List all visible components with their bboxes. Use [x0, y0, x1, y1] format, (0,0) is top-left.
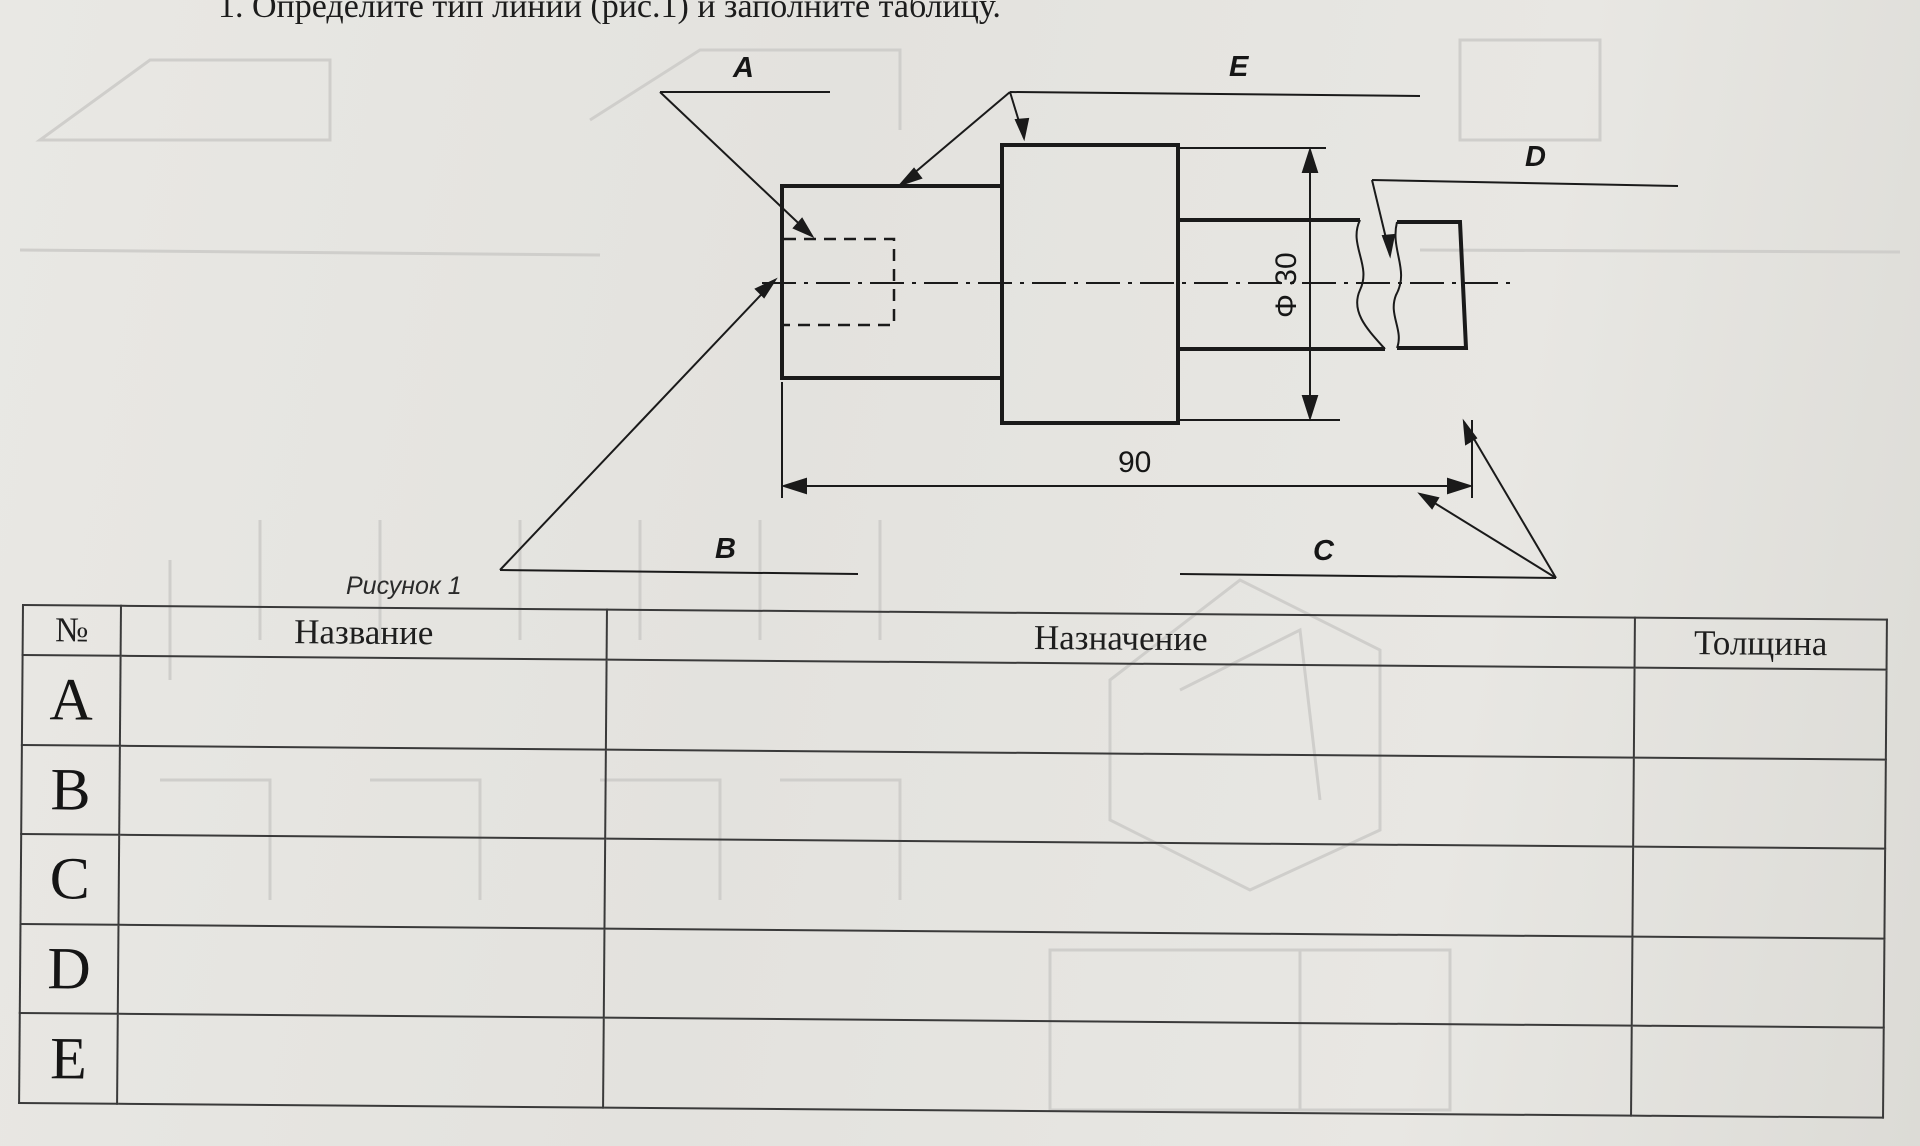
thickness-cell[interactable]	[1633, 757, 1886, 849]
answer-table: № Название Назначение Толщина A B C D	[18, 604, 1888, 1119]
name-cell[interactable]	[117, 924, 605, 1018]
table-row: E	[19, 1013, 1884, 1118]
break-lines	[1355, 219, 1403, 350]
name-cell[interactable]	[119, 655, 607, 750]
thickness-cell[interactable]	[1633, 667, 1887, 760]
thickness-cell[interactable]	[1632, 846, 1886, 939]
figure-caption: Рисунок 1	[346, 572, 462, 600]
name-cell[interactable]	[118, 834, 606, 929]
row-key: C	[20, 834, 120, 925]
thickness-cell[interactable]	[1631, 1026, 1884, 1118]
header-number: №	[22, 605, 121, 656]
header-thickness: Толщина	[1634, 617, 1887, 670]
length-label: 90	[1118, 446, 1151, 479]
name-cell[interactable]	[119, 745, 606, 839]
header-purpose: Назначение	[606, 609, 1635, 668]
table-row: D	[19, 923, 1885, 1029]
header-name: Название	[120, 605, 607, 660]
task-title: 1. Определите тип линий (рис.1) и заполн…	[218, 0, 1001, 25]
label-c: C	[1313, 535, 1335, 567]
purpose-cell[interactable]	[605, 659, 1635, 758]
row-key: A	[21, 655, 121, 746]
length-dimension	[780, 382, 1474, 498]
label-d: D	[1525, 141, 1546, 173]
table-row: C	[20, 834, 1886, 939]
purpose-cell[interactable]	[605, 749, 1634, 847]
table-row: B	[21, 744, 1886, 849]
label-a: A	[732, 52, 754, 84]
diameter-label: Φ 30	[1270, 252, 1303, 318]
label-b: B	[715, 533, 736, 565]
row-key: D	[19, 923, 119, 1015]
hidden-lines	[784, 237, 896, 327]
leader-lines	[499, 91, 1679, 579]
purpose-cell[interactable]	[603, 1017, 1632, 1116]
name-cell[interactable]	[117, 1014, 604, 1108]
row-key: E	[19, 1013, 118, 1104]
label-e: E	[1229, 51, 1250, 83]
row-key: B	[21, 744, 120, 835]
show-through-ghost	[19, 38, 1901, 1112]
thickness-cell[interactable]	[1631, 936, 1885, 1029]
purpose-cell[interactable]	[604, 838, 1634, 937]
purpose-cell[interactable]	[603, 928, 1633, 1027]
table-row: A	[21, 655, 1887, 760]
diameter-dimension	[1178, 146, 1340, 422]
